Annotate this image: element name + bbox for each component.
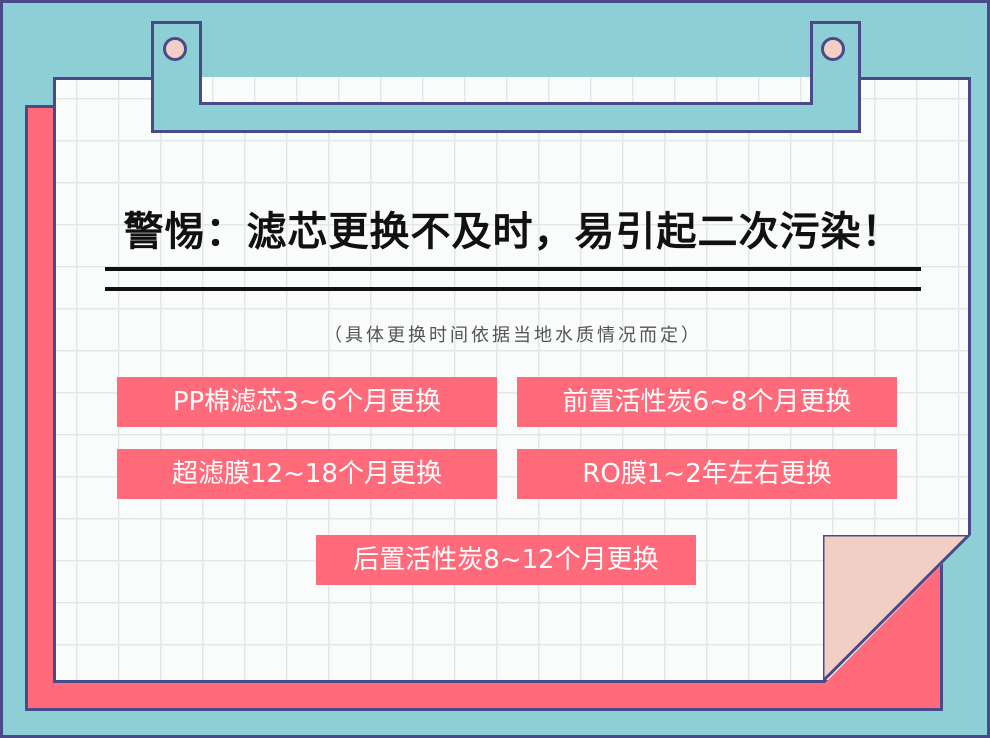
tag-pre-carbon-filter: 前置活性炭6~8个月更换 [517, 377, 897, 427]
title-underline-top [105, 267, 921, 271]
poster-title: 警惕：滤芯更换不及时，易引起二次污染！ [123, 209, 903, 255]
tag-post-carbon-filter: 后置活性炭8~12个月更换 [316, 535, 696, 585]
title-underline-bottom [105, 287, 921, 291]
tag-ultrafiltration-membrane: 超滤膜12~18个月更换 [117, 449, 497, 499]
poster-subtitle: （具体更换时间依据当地水质情况而定） [324, 325, 702, 346]
tag-pp-cotton-filter: PP棉滤芯3~6个月更换 [117, 377, 497, 427]
top-clip-band [199, 21, 813, 77]
left-rivet-icon [163, 37, 187, 61]
right-rivet-icon [821, 37, 845, 61]
folded-corner [823, 535, 969, 681]
folded-corner-flap [823, 535, 969, 681]
tag-ro-membrane: RO膜1~2年左右更换 [517, 449, 897, 499]
